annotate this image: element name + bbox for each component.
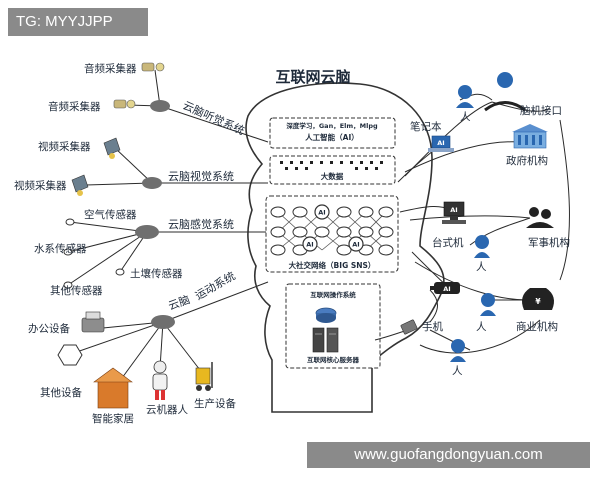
government-label: 政府机构 [506, 154, 548, 167]
water-sensor-node [63, 248, 73, 256]
visual-hub [142, 177, 162, 189]
router-icon [315, 307, 337, 323]
visual-system-label: 云脑视觉系统 [168, 169, 234, 183]
ai-tech-label: 深度学习，Gan，Elm，Mlpg [286, 121, 378, 130]
desktop-label: 台式机 [432, 236, 464, 249]
os-label: 互联网操作系统 [310, 290, 356, 299]
water-sensor-label: 水系传感器 [34, 242, 87, 255]
person-label-1: 人 [460, 111, 471, 123]
auditory-system-label: 云脑听觉系统 [181, 99, 247, 138]
motor-hub [151, 315, 175, 329]
forklift-icon [195, 362, 213, 391]
ai-neuron-2-label: AI [306, 241, 313, 249]
other-sensor-label: 其他传感器 [50, 284, 103, 297]
phone-icon [400, 319, 418, 335]
auditory-hub [150, 100, 170, 112]
phone-label: 手机 [422, 320, 443, 333]
laptop-label: 笔记本 [410, 120, 442, 133]
sns-label: 大社交网络（BIG SNS） [289, 260, 376, 270]
smart-home-icon [93, 367, 133, 409]
laptop-ai-badge: AI [437, 139, 444, 147]
business-label: 商业机构 [516, 320, 558, 333]
sensory-system-label: 云脑感觉系统 [168, 218, 234, 231]
video-collector-label-1: 视频采集器 [38, 140, 91, 153]
watermark-url: www.guofangdongyuan.com [307, 442, 590, 468]
os-layer [285, 283, 381, 369]
person-icon-2 [474, 235, 490, 258]
person-icon-1 [456, 85, 474, 108]
other-sensor-node [63, 281, 73, 289]
office-device-label: 办公设备 [28, 322, 70, 335]
laptop-icon: AI [428, 135, 454, 152]
government-icon [512, 124, 548, 149]
audio-collector-icon-2 [113, 99, 136, 109]
neural-nodes [270, 206, 394, 256]
ai-neuron-1: AI [314, 204, 330, 220]
vr-glasses-icon: AI [430, 282, 460, 294]
motor-system-label-1: 云脑 [167, 293, 192, 313]
audio-collector-icon-1 [141, 62, 165, 72]
business-yen: ¥ [535, 297, 541, 306]
bci-icon [484, 72, 526, 112]
vr-ai-badge: AI [443, 285, 450, 293]
soil-sensor-label: 土壤传感器 [130, 267, 183, 280]
person-icon-3 [480, 293, 496, 316]
ai-layer [269, 117, 396, 149]
bci-label: 脑机接口 [520, 104, 562, 117]
smart-home-label: 智能家居 [92, 412, 134, 425]
ai-neuron-3-label: AI [352, 241, 359, 249]
sensory-hub [135, 225, 159, 239]
left-connection-lines [67, 69, 269, 379]
core-server-label: 互联网核心服务器 [307, 355, 360, 364]
person-label-2: 人 [476, 261, 487, 273]
other-device-label: 其他设备 [40, 386, 82, 399]
video-collector-icon-1 [103, 137, 121, 159]
bigdata-dots [280, 161, 383, 170]
other-device-icon [57, 344, 83, 366]
audio-collector-label-2: 音频采集器 [48, 100, 101, 113]
military-icon [526, 207, 554, 228]
desktop-icon: AI [442, 201, 466, 224]
ai-neuron-2: AI [302, 236, 318, 252]
soil-sensor-node [115, 268, 125, 276]
desktop-ai-badge: AI [450, 206, 457, 214]
watermark-top-left: TG: MYYJJPP [8, 8, 148, 36]
bigdata-label: 大数据 [321, 171, 344, 181]
production-device-label: 生产设备 [194, 397, 236, 410]
robot-label: 云机器人 [146, 403, 188, 416]
video-collector-label-2: 视频采集器 [14, 179, 67, 192]
video-collector-icon-2 [71, 174, 89, 196]
printer-icon [81, 311, 105, 333]
air-sensor-label: 空气传感器 [84, 208, 137, 221]
diagram-title: 互联网云脑 [275, 68, 350, 86]
ai-label: 人工智能（AI） [305, 132, 359, 142]
air-sensor-node [65, 218, 75, 226]
server-icon [312, 327, 339, 353]
motor-system-label-2: 运动系统 [193, 269, 238, 302]
ai-neuron-3: AI [348, 236, 364, 252]
military-label: 军事机构 [528, 236, 570, 249]
person-label-4: 人 [452, 365, 463, 377]
person-label-3: 人 [476, 321, 487, 333]
robot-icon [152, 360, 168, 400]
audio-collector-label-1: 音频采集器 [84, 62, 137, 75]
ai-neuron-1-label: AI [318, 209, 325, 217]
business-icon: ¥ [522, 288, 554, 310]
person-icon-4 [450, 339, 466, 362]
